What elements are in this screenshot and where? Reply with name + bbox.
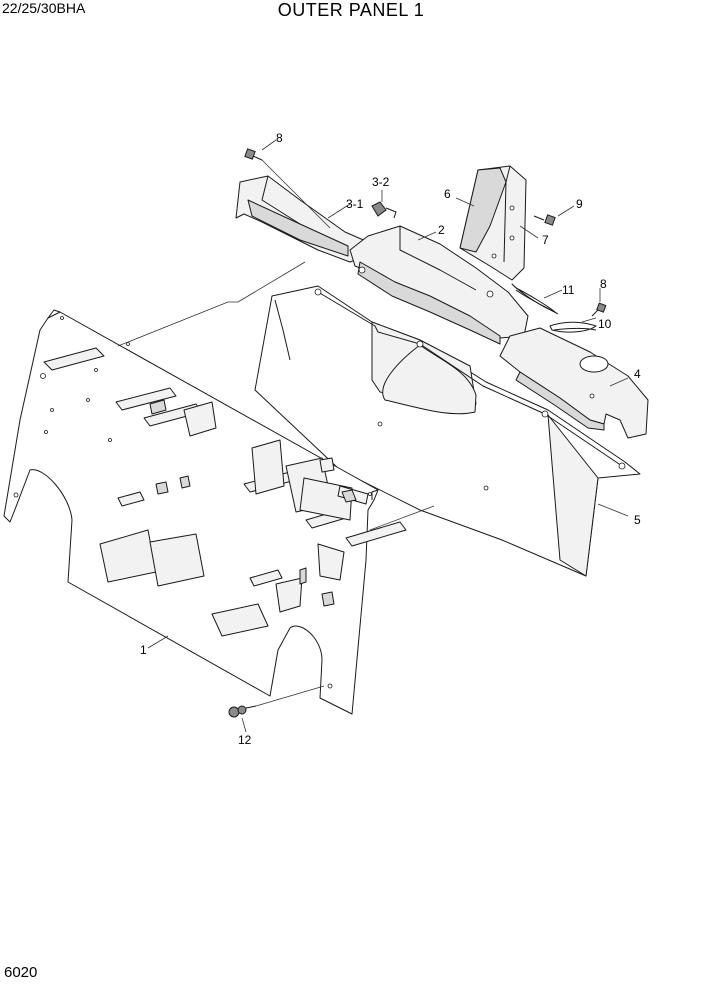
- callout-9: 9: [576, 197, 583, 211]
- part-8-bolt-right: [591, 302, 607, 317]
- part-3-2-clip: [371, 201, 397, 219]
- part-8-bolt-top: [244, 148, 263, 161]
- page-number: 6020: [4, 964, 38, 981]
- callout-3-1: 3-1: [346, 197, 364, 211]
- callout-12: 12: [238, 733, 252, 747]
- part-3-1-bracket: [235, 175, 369, 263]
- callout-3-2: 3-2: [372, 175, 390, 189]
- callout-4: 4: [634, 367, 641, 381]
- part-10-cable: [549, 321, 597, 333]
- page-title: OUTER PANEL 1: [277, 0, 425, 20]
- callout-2: 2: [438, 223, 445, 237]
- part-1-front-panel: [3, 309, 407, 715]
- part-6-tall-console: [459, 165, 527, 281]
- callout-8-right: 8: [600, 277, 607, 291]
- callout-11: 11: [562, 283, 575, 297]
- callout-6: 6: [444, 187, 451, 201]
- part-4-hood-cover: [499, 327, 649, 439]
- part-9-bolt: [533, 214, 556, 226]
- callout-10: 10: [598, 317, 612, 331]
- callout-labels: 1 2 3-1 3-2 4 5 6 7 8 8 9 10 11 12: [140, 131, 641, 747]
- callout-8-top: 8: [276, 131, 283, 145]
- callout-1: 1: [140, 643, 147, 657]
- callout-5: 5: [634, 513, 641, 527]
- leader-lines: [117, 139, 629, 733]
- model-code: 22/25/30BHA: [2, 0, 86, 16]
- part-12-bolt-washer: [228, 705, 257, 718]
- part-2-dash-cover: [349, 225, 529, 345]
- callout-7: 7: [542, 233, 549, 247]
- part-11-cable: [511, 283, 559, 315]
- part-5-outer-panel: [254, 285, 641, 577]
